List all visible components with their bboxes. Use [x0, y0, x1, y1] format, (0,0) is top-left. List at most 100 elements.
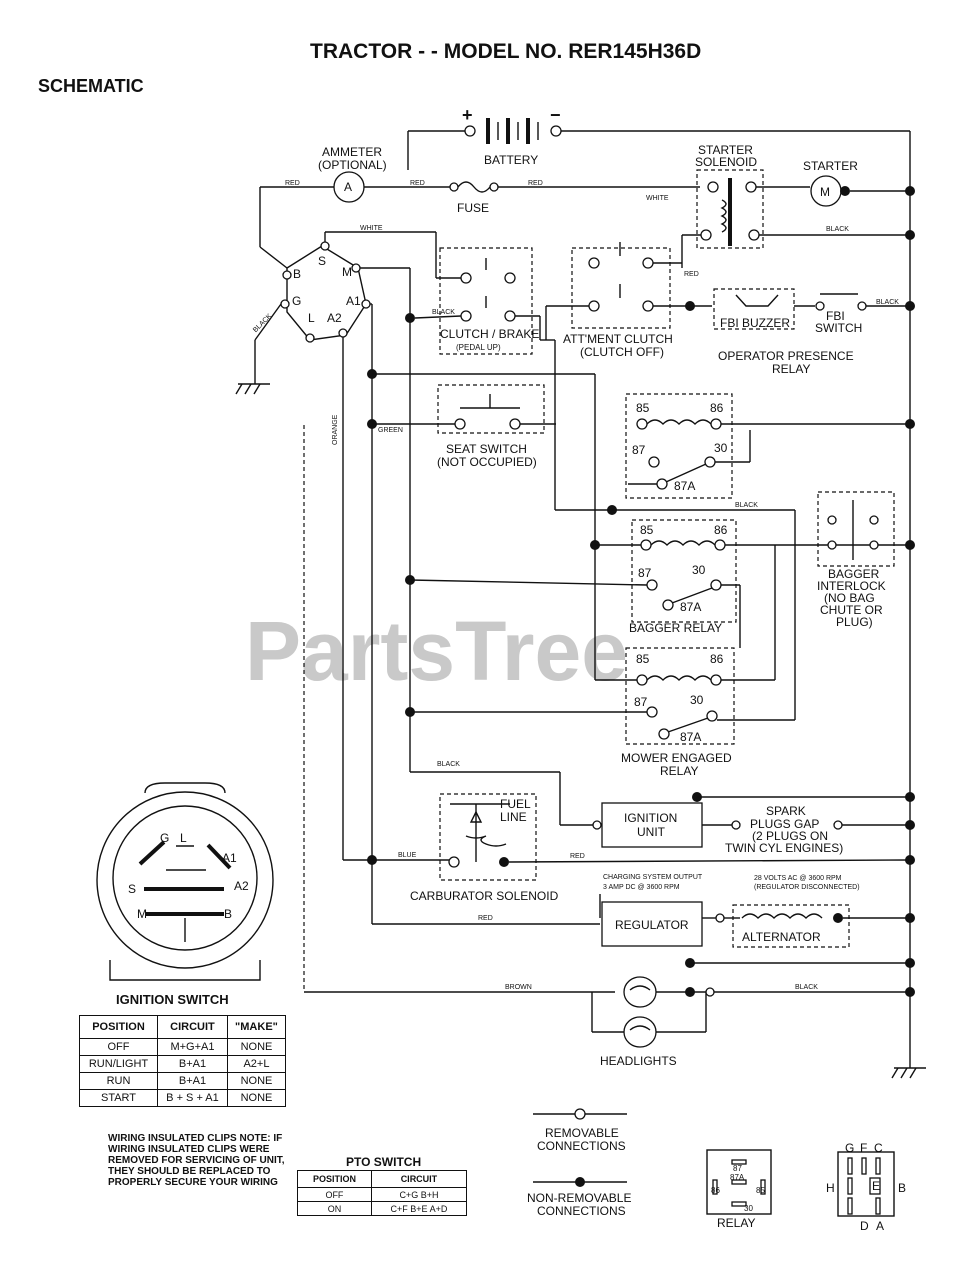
column-header: POSITION [78, 1015, 159, 1039]
relay-legend-label: RELAY [717, 1216, 755, 1230]
regulator-label: REGULATOR [615, 918, 689, 932]
legend-pin87: 87 [733, 1164, 742, 1173]
pto-g-label: G [845, 1141, 854, 1155]
table-cell: ON [297, 1201, 372, 1216]
watermark: PartsTree [245, 604, 628, 698]
attachment-clutch-box [571, 247, 671, 329]
headlight-1-icon [623, 976, 657, 1008]
column-header: CIRCUIT [370, 1170, 468, 1188]
wire-label-black-4: BLACK [432, 309, 455, 316]
pto-c-label: C [874, 1141, 883, 1155]
terminal-s-label: S [318, 254, 326, 268]
ignition-switch-schematic [280, 241, 371, 343]
table-cell: B + S + A1 [157, 1089, 228, 1107]
legend-pin86: 86 [711, 1186, 720, 1195]
pto-b-label: B [898, 1181, 906, 1195]
wiring-clips-note: WIRING INSULATED CLIPS NOTE: IF WIRING I… [108, 1133, 285, 1188]
wire-label-orange: ORANGE [332, 414, 339, 445]
ground-symbol-right [891, 1067, 926, 1079]
ignition-unit-box [601, 802, 703, 848]
ground-symbol-left [235, 383, 270, 395]
headlights-label: HEADLIGHTS [600, 1054, 677, 1068]
relay2-pin30: 30 [692, 563, 706, 577]
non-removable-connection-legend [533, 1177, 627, 1187]
spark-label-1: SPARK [766, 804, 806, 818]
ignition-switch-table: POSITION CIRCUIT "MAKE" OFF M+G+A1 NONE … [78, 1015, 287, 1107]
pto-a-label: A [876, 1219, 884, 1233]
fuse-icon [449, 181, 499, 193]
bagger-relay-box [631, 519, 737, 623]
relay1-pin87a: 87A [674, 479, 695, 493]
table-cell: B+A1 [157, 1055, 228, 1073]
wire-label-white-2: WHITE [360, 225, 383, 232]
terminal-b-label: B [293, 267, 301, 281]
table-cell: A2+L [226, 1055, 287, 1073]
wire-label-black-3: BLACK [437, 761, 460, 768]
ignition-switch-face [96, 782, 274, 981]
relay2-pin85: 85 [640, 523, 654, 537]
relay1-coil-icon [646, 419, 712, 425]
clutch-brake-sublabel: (PEDAL UP) [456, 343, 501, 352]
charging-label-2: 3 AMP DC @ 3600 RPM [603, 884, 680, 891]
terminal-l-label: L [308, 311, 315, 325]
relay3-pin87: 87 [634, 695, 648, 709]
charging-label-1: CHARGING SYSTEM OUTPUT [603, 874, 703, 881]
relay2-pin87: 87 [638, 566, 652, 580]
bagger-interlock-label-5: PLUG) [836, 615, 873, 629]
wire-label-blue: BLUE [398, 852, 417, 859]
headlight-2-icon [623, 1016, 657, 1048]
relay2-pin87a: 87A [680, 600, 701, 614]
seat-switch-sublabel: (NOT OCCUPIED) [437, 455, 537, 469]
ac-label-2: (REGULATOR DISCONNECTED) [754, 884, 860, 891]
battery-negative-label: − [550, 105, 561, 125]
table-cell: RUN/LIGHT [78, 1055, 159, 1073]
operator-presence-relay-box [625, 393, 733, 499]
removable-label: REMOVABLE [545, 1126, 619, 1140]
wire-label-brown: BROWN [505, 984, 532, 991]
bagger-relay-label: BAGGER RELAY [629, 621, 722, 635]
starter-letter: M [820, 185, 830, 199]
pto-h-label: H [826, 1181, 835, 1195]
wire-label-green: GREEN [378, 427, 403, 434]
wire-label-red-4: RED [478, 915, 493, 922]
wire-label-black-1: BLACK [826, 226, 849, 233]
fbi-buzzer-box [713, 288, 795, 330]
face-a2-label: A2 [234, 879, 249, 893]
pto-d-label: D [860, 1219, 869, 1233]
operator-presence-label: OPERATOR PRESENCE [718, 349, 854, 363]
wire-label-red-5: RED [684, 271, 699, 278]
battery [407, 118, 911, 192]
relay2-pin86: 86 [714, 523, 728, 537]
relay2-coil-icon [650, 540, 716, 546]
pto-legend-icon [837, 1151, 895, 1217]
attachment-clutch-label: ATT'MENT CLUTCH [563, 332, 673, 346]
wire-label-red-2: RED [410, 180, 425, 187]
ignition-unit-label-2: UNIT [637, 825, 666, 839]
wire-label-white-1: WHITE [646, 195, 669, 202]
fuel-label: FUEL [500, 797, 531, 811]
face-l-label: L [180, 831, 187, 845]
column-header: POSITION [297, 1170, 372, 1188]
battery-label: BATTERY [484, 153, 538, 167]
wire-label-black-7: BLACK [795, 984, 818, 991]
carburetor-label: CARBURATOR SOLENOID [410, 889, 559, 903]
relay3-pin87a: 87A [680, 730, 701, 744]
relay-legend-icon [706, 1149, 772, 1215]
table-row: OFF C+G B+H [297, 1187, 468, 1202]
fbi-switch-label: FBI [826, 309, 845, 323]
table-cell: RUN [78, 1072, 159, 1090]
battery-positive-label: + [462, 105, 473, 125]
table-row: RUN B+A1 NONE [78, 1072, 287, 1090]
carburetor-coil-icon [465, 835, 507, 847]
bagger-interlock-box [817, 491, 895, 567]
wire-label-red-6: RED [570, 853, 585, 860]
regulator-box [601, 901, 703, 947]
relay1-pin87: 87 [632, 443, 646, 457]
ammeter-label: AMMETER [322, 145, 382, 159]
removable-connection-legend [533, 1108, 627, 1120]
seat-switch-box [437, 384, 545, 434]
table-header-row: POSITION CIRCUIT [297, 1170, 468, 1188]
fuel-line-label: LINE [500, 810, 527, 824]
table-row: START B + S + A1 NONE [78, 1089, 287, 1107]
